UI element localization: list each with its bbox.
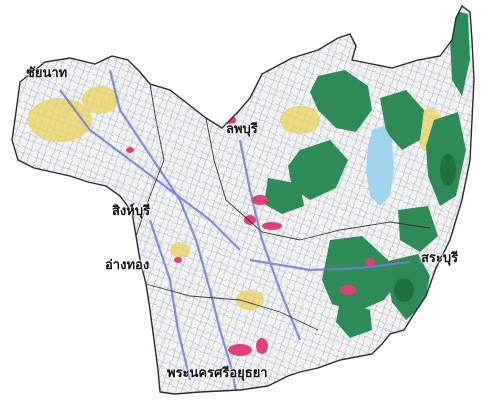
province-boundaries [135,83,431,331]
forest-areas [264,10,470,338]
urban-areas [126,116,375,356]
label-ayutthaya: พระนครศรีอยุธยา [167,366,268,381]
label-angthong: อ่างทอง [105,258,150,273]
label-saraburi: สระบุรี [421,251,459,266]
label-lopburi: ลพบุรี [226,122,258,137]
dark-forest-areas [394,154,456,302]
agriculture-areas [28,86,444,310]
label-chainat: ชัยนาท [26,66,68,81]
label-singburi: สิงห์บุรี [112,204,151,219]
reservoir-water [366,126,394,206]
rivers [59,69,411,393]
